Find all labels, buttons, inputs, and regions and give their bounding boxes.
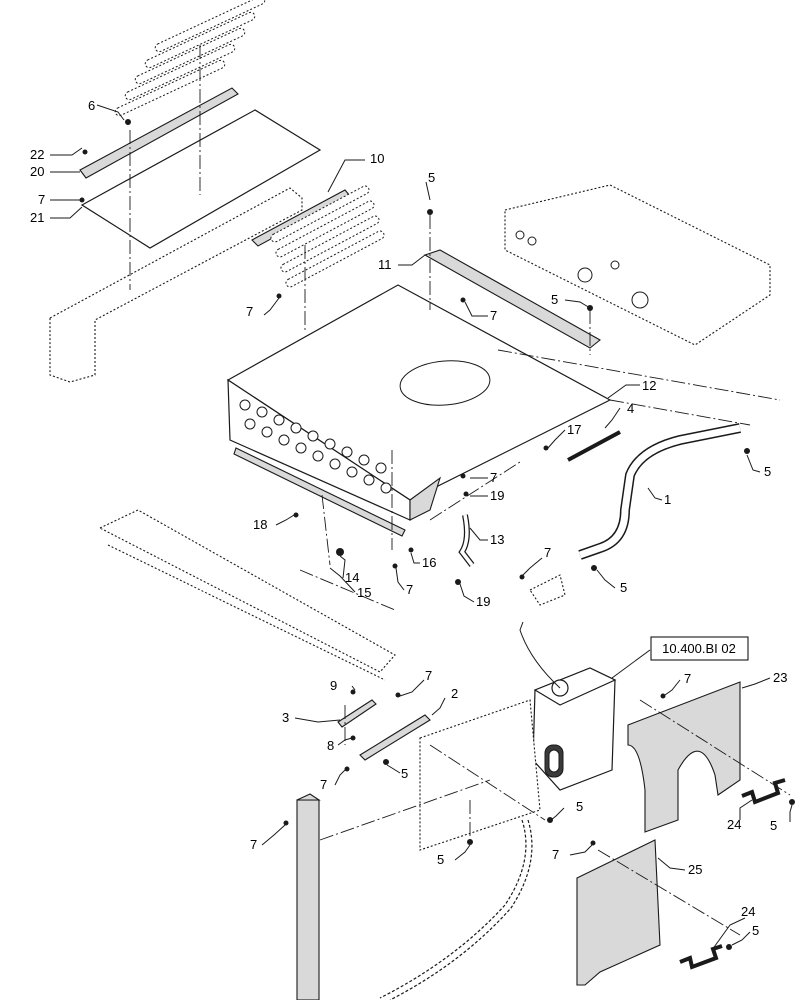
fasteners: [79, 119, 795, 950]
callout-10: 10: [370, 151, 384, 166]
callout-labels: 6 22 20 7 21 10 5 11 7 7 5 12 4 17 5 1 7…: [30, 98, 787, 938]
callout-7: 7: [250, 837, 257, 852]
lower-frame-rail: [98, 509, 396, 673]
reference-label: 10.400.BI 02: [662, 641, 736, 656]
top-slat-set: [114, 0, 266, 117]
callout-13: 13: [490, 532, 504, 547]
callout-19: 19: [476, 594, 490, 609]
middle-slat-set: [251, 185, 385, 288]
callout-5: 5: [764, 464, 771, 479]
callout-7: 7: [320, 777, 327, 792]
callout-5: 5: [437, 852, 444, 867]
bracket-24-upper: [741, 778, 786, 805]
mounting-strip-upper: [79, 87, 239, 179]
callout-12: 12: [642, 378, 656, 393]
callout-7: 7: [246, 304, 253, 319]
callout-7: 7: [552, 847, 559, 862]
callout-7: 7: [544, 545, 551, 560]
callout-20: 20: [30, 164, 44, 179]
tank-backing-panel: [419, 699, 541, 851]
main-hood: [226, 284, 612, 521]
small-mount-bracket: [529, 574, 566, 606]
callout-3: 3: [282, 710, 289, 725]
support-rod: [567, 430, 621, 462]
callout-4: 4: [627, 401, 634, 416]
callout-24: 24: [741, 904, 755, 919]
top-plate: [80, 109, 322, 249]
callout-7: 7: [406, 582, 413, 597]
rear-frame: [504, 184, 771, 346]
callout-21: 21: [30, 210, 44, 225]
leader-lines: [50, 104, 793, 951]
callout-7: 7: [38, 192, 45, 207]
callout-19: 19: [490, 488, 504, 503]
mounting-strip-rear: [423, 249, 601, 349]
small-bar-3: [337, 699, 377, 728]
callout-23: 23: [773, 670, 787, 685]
bracket-2: [359, 714, 431, 761]
callout-16: 16: [422, 555, 436, 570]
callout-5: 5: [770, 818, 777, 833]
callout-5: 5: [551, 292, 558, 307]
callout-5: 5: [752, 923, 759, 938]
callout-22: 22: [30, 147, 44, 162]
lower-strip: [233, 447, 406, 537]
callout-7: 7: [425, 668, 432, 683]
callout-7: 7: [490, 308, 497, 323]
long-side-panel: [49, 187, 303, 383]
side-panel-23: [627, 681, 741, 833]
callout-11: 11: [378, 257, 392, 272]
callout-8: 8: [327, 738, 334, 753]
reference-box: [650, 636, 749, 661]
callout-24: 24: [727, 817, 741, 832]
callout-1: 1: [664, 492, 671, 507]
tank-assembly: [519, 621, 617, 791]
callout-5: 5: [576, 799, 583, 814]
callout-7: 7: [490, 470, 497, 485]
callout-17: 17: [567, 422, 581, 437]
callout-18: 18: [253, 517, 267, 532]
callout-5: 5: [401, 766, 408, 781]
hose-line: [379, 819, 527, 999]
callout-6: 6: [88, 98, 95, 113]
vertical-post: [296, 799, 320, 1000]
side-panel-25: [576, 839, 661, 986]
callout-2: 2: [451, 686, 458, 701]
callout-7: 7: [684, 671, 691, 686]
callout-15: 15: [357, 585, 371, 600]
callout-25: 25: [688, 862, 702, 877]
alignment-lines: [129, 45, 791, 936]
callout-5: 5: [428, 170, 435, 185]
bracket-24-lower: [679, 944, 723, 970]
hood-vent-holes: [239, 399, 392, 494]
callout-14: 14: [345, 570, 359, 585]
callout-9: 9: [330, 678, 337, 693]
callout-5: 5: [620, 580, 627, 595]
